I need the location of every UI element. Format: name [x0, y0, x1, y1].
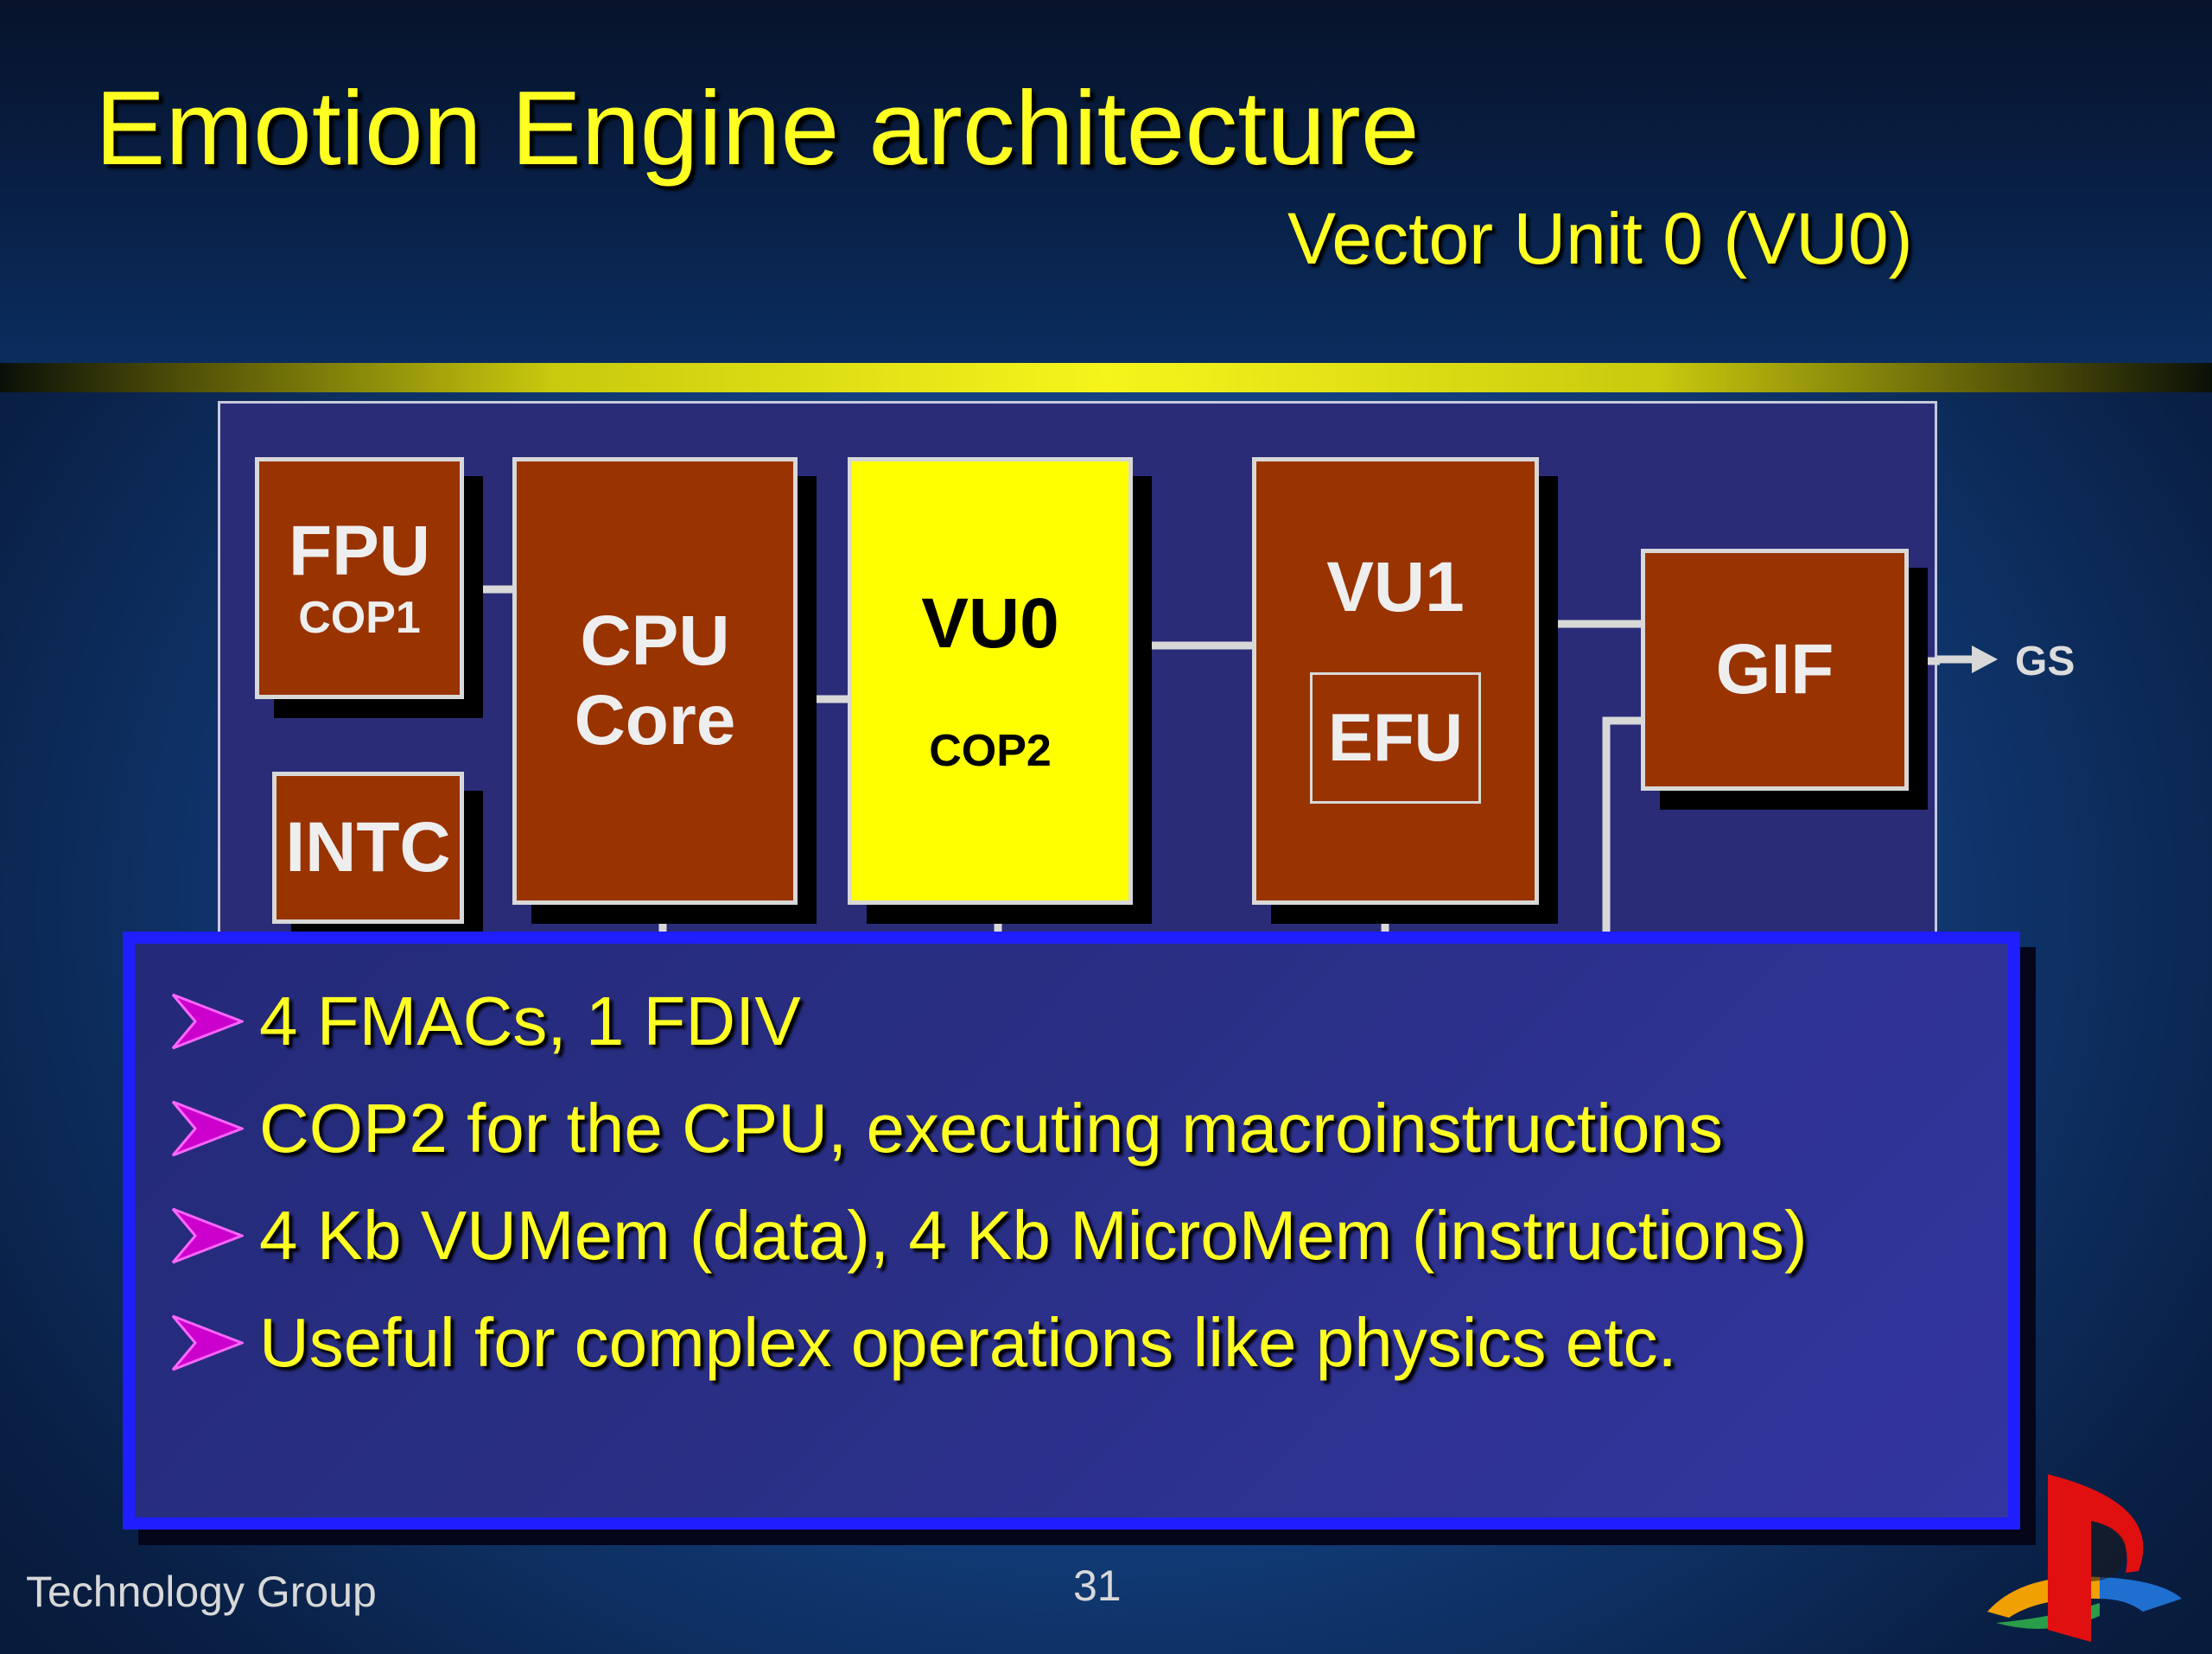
footer-org-name: Technology Group: [26, 1568, 377, 1616]
bullet-text: COP2 for the CPU, executing macroinstruc…: [259, 1090, 1724, 1167]
slide-title: Emotion Engine architecture: [95, 69, 1420, 187]
fpu-label: FPU: [289, 511, 430, 590]
bullet-list: 4 FMACs, 1 FDIV COP2 for the CPU, execut…: [169, 968, 1808, 1396]
bullet-text: 4 FMACs, 1 FDIV: [259, 983, 801, 1059]
slide-subtitle: Vector Unit 0 (VU0): [1287, 198, 1913, 279]
arrow-bullet-icon: [171, 1314, 244, 1371]
vu0-block: VU0 COP2: [848, 457, 1133, 905]
efu-block: EFU: [1310, 671, 1481, 804]
gif-label: GIF: [1715, 630, 1834, 709]
bullet-item: COP2 for the CPU, executing macroinstruc…: [169, 1075, 1808, 1182]
architecture-diagram: FPU COP1 INTC CPU Core VU0 COP2 VU1 EFU …: [218, 401, 1940, 957]
bullet-text: Useful for complex operations like physi…: [259, 1304, 1677, 1381]
arrow-bullet-icon: [171, 1207, 244, 1264]
vu0-sublabel: COP2: [929, 725, 1052, 776]
cpu-label-line2: Core: [574, 681, 736, 760]
bullet-text: 4 Kb VUMem (data), 4 Kb MicroMem (instru…: [259, 1197, 1808, 1274]
cpu-core-block: CPU Core: [512, 457, 798, 905]
gif-block: GIF: [1641, 549, 1909, 791]
vu0-label: VU0: [921, 583, 1059, 663]
wire-bus-gif: [1602, 716, 1644, 957]
bullet-item: 4 FMACs, 1 FDIV: [169, 968, 1808, 1075]
arrow-bullet-icon: [171, 993, 244, 1050]
page-number: 31: [1073, 1562, 1122, 1610]
gs-arrow-icon: [1937, 646, 1998, 673]
playstation-logo-icon: [1987, 1474, 2182, 1642]
bullet-panel: 4 FMACs, 1 FDIV COP2 for the CPU, execut…: [123, 932, 2020, 1530]
header-divider: [0, 363, 2212, 392]
intc-label: INTC: [285, 808, 451, 887]
diagram-connections: [382, 585, 1940, 957]
gs-label: GS: [2015, 639, 2075, 684]
fpu-sublabel: COP1: [298, 592, 421, 643]
vu1-block: VU1 EFU: [1252, 457, 1539, 905]
header-background: [0, 0, 2212, 363]
bullet-item: Useful for complex operations like physi…: [169, 1289, 1808, 1396]
intc-block: INTC: [272, 772, 464, 924]
bullet-item: 4 Kb VUMem (data), 4 Kb MicroMem (instru…: [169, 1182, 1808, 1289]
cpu-label-line1: CPU: [580, 601, 730, 681]
vu1-label: VU1: [1326, 548, 1465, 627]
fpu-block: FPU COP1: [255, 457, 464, 699]
arrow-bullet-icon: [171, 1100, 244, 1157]
